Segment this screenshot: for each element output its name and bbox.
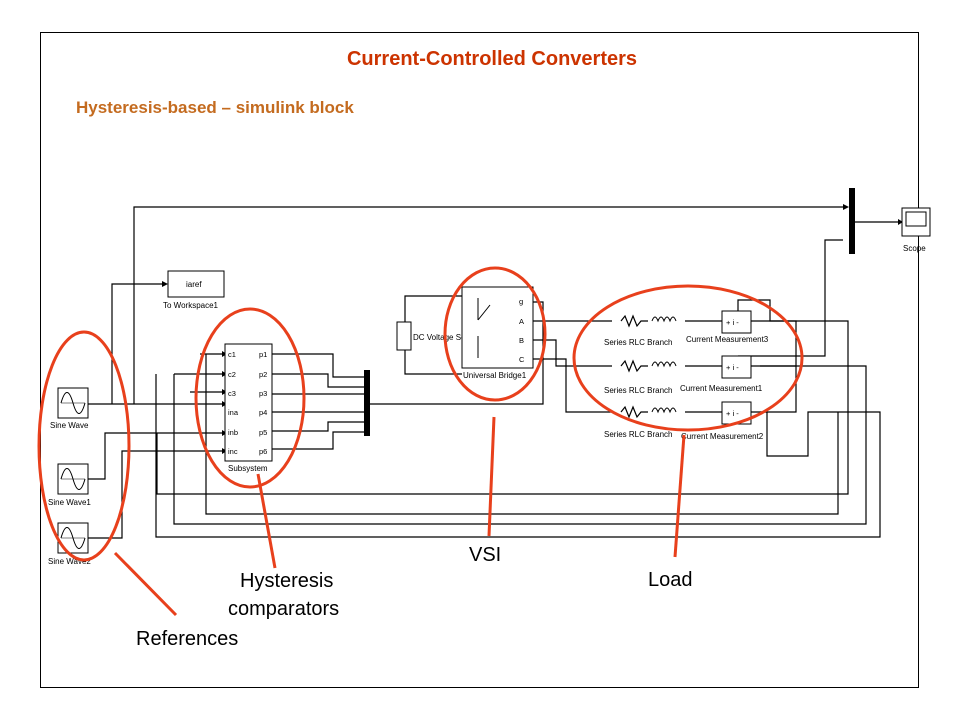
svg-text:g: g bbox=[519, 297, 523, 306]
rlc-branch-1[interactable] bbox=[620, 359, 677, 373]
vsi-label: VSI bbox=[469, 544, 501, 566]
references-ellipse bbox=[37, 330, 131, 562]
svg-text:C: C bbox=[519, 355, 525, 364]
sine-wave1-block[interactable] bbox=[57, 463, 89, 495]
to-workspace-label: To Workspace1 bbox=[163, 301, 219, 310]
svg-text:c3: c3 bbox=[228, 389, 236, 398]
wire-fb-c bbox=[155, 374, 881, 538]
vsi-ellipse bbox=[443, 266, 547, 402]
references-label: References bbox=[136, 628, 238, 650]
annotation-marks bbox=[37, 266, 804, 617]
subsystem-ports: c1 c2 c3 ina inb inc p1 p2 p3 p4 p5 p6 bbox=[228, 350, 267, 456]
wire-to-workspace bbox=[111, 283, 162, 404]
svg-text:p6: p6 bbox=[259, 447, 267, 456]
sine-wave1-label: Sine Wave1 bbox=[48, 498, 91, 507]
wire-phase-c bbox=[533, 358, 612, 413]
rlc-branch-2[interactable] bbox=[620, 405, 677, 419]
rlc-label-3: Series RLC Branch bbox=[604, 338, 672, 347]
svg-text:inc: inc bbox=[228, 447, 238, 456]
slide-frame bbox=[40, 32, 919, 688]
wire-sine-b bbox=[88, 432, 222, 480]
load-label: Load bbox=[648, 569, 693, 591]
to-workspace-value: iaref bbox=[186, 280, 202, 289]
svg-text:+ i -: + i - bbox=[726, 363, 739, 372]
gate-mux[interactable] bbox=[364, 370, 370, 436]
svg-text:inb: inb bbox=[228, 428, 238, 437]
svg-text:c2: c2 bbox=[228, 370, 236, 379]
svg-text:+ i -: + i - bbox=[726, 318, 739, 327]
slide-subtitle: Hysteresis-based – simulink block bbox=[76, 98, 354, 117]
scope-mux[interactable] bbox=[849, 188, 855, 254]
load-ellipse bbox=[572, 284, 804, 432]
svg-text:A: A bbox=[519, 317, 524, 326]
comparators-pointer bbox=[256, 473, 277, 569]
vsi-pointer bbox=[487, 416, 496, 537]
svg-text:ina: ina bbox=[228, 408, 239, 417]
current-measurement2-label: Current Measurement2 bbox=[681, 432, 764, 441]
wire-fb-scope bbox=[738, 239, 843, 357]
subsystem-label: Subsystem bbox=[228, 464, 268, 473]
sine-wave2-label: Sine Wave2 bbox=[48, 557, 91, 566]
wire-top-bus bbox=[133, 206, 843, 404]
switch-icon bbox=[477, 298, 491, 358]
svg-text:p3: p3 bbox=[259, 389, 267, 398]
current-measurement3-block[interactable] bbox=[721, 310, 752, 334]
wire-fb-d bbox=[205, 354, 839, 515]
to-workspace-block[interactable] bbox=[167, 270, 225, 298]
svg-text:c1: c1 bbox=[228, 350, 236, 359]
svg-text:p1: p1 bbox=[259, 350, 267, 359]
rlc-branch-3[interactable] bbox=[620, 314, 677, 328]
wire-p5 bbox=[272, 421, 364, 432]
comparators-label-1: Hysteresis bbox=[240, 570, 333, 592]
svg-text:+ i -: + i - bbox=[726, 409, 739, 418]
sine-wave-block[interactable] bbox=[57, 387, 89, 419]
rlc-label-1: Series RLC Branch bbox=[604, 386, 672, 395]
wire-p1 bbox=[272, 353, 364, 378]
wire-sine-c bbox=[88, 450, 222, 539]
current-measurement1-block[interactable] bbox=[721, 355, 752, 379]
scope-label: Scope bbox=[903, 244, 926, 253]
signal-wires bbox=[88, 204, 903, 539]
wire-p2 bbox=[272, 373, 364, 388]
rlc-label-2: Series RLC Branch bbox=[604, 430, 672, 439]
wire-fb-a bbox=[156, 299, 849, 495]
sine-wave-label: Sine Wave bbox=[50, 421, 89, 430]
universal-bridge-block[interactable] bbox=[461, 286, 534, 369]
current-measurement1-label: Current Measurement1 bbox=[680, 384, 763, 393]
comparators-ellipse bbox=[194, 307, 306, 489]
dc-source-symbol bbox=[396, 321, 412, 351]
svg-text:p2: p2 bbox=[259, 370, 267, 379]
current-measurement3-label: Current Measurement3 bbox=[686, 335, 769, 344]
wire-fb-b bbox=[173, 365, 867, 525]
subsystem-block[interactable] bbox=[224, 343, 273, 462]
comparators-label-2: comparators bbox=[228, 598, 339, 620]
references-pointer bbox=[113, 551, 178, 617]
load-pointer bbox=[673, 434, 686, 558]
bridge-label: Universal Bridge1 bbox=[463, 371, 527, 380]
scope-block[interactable] bbox=[901, 207, 931, 237]
slide-title: Current-Controlled Converters bbox=[346, 48, 638, 70]
svg-text:p4: p4 bbox=[259, 408, 267, 417]
svg-text:B: B bbox=[519, 336, 524, 345]
wire-p6 bbox=[272, 431, 364, 450]
svg-text:p5: p5 bbox=[259, 428, 267, 437]
dc-source-label: DC Voltage Source bbox=[413, 333, 482, 342]
